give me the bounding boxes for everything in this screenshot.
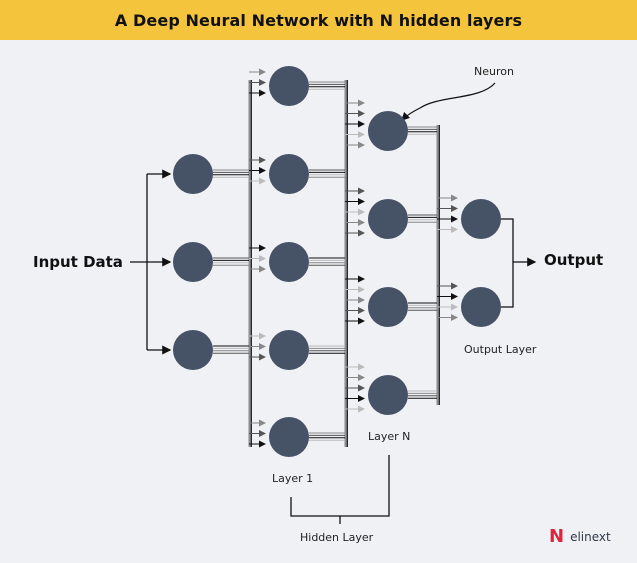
hidden-layer-bracket [290, 455, 390, 517]
title-banner: A Deep Neural Network with N hidden laye… [0, 0, 637, 40]
hidden-n-neuron [368, 199, 408, 239]
output-merge-line [501, 218, 514, 308]
hidden-layer-label: Hidden Layer [300, 531, 374, 544]
hidden-n-neuron [368, 375, 408, 415]
logo-mark-icon: N [549, 526, 565, 547]
neuron-annotation: Neuron [474, 65, 514, 78]
output-neuron [461, 199, 501, 239]
output-layer-label: Output Layer [464, 343, 537, 356]
layer-1-label: Layer 1 [272, 472, 314, 485]
hidden-n-neuron [368, 111, 408, 151]
output-neuron [461, 287, 501, 327]
neuron-pointer-arrow [401, 82, 496, 121]
layer-n-label: Layer N [368, 430, 411, 443]
elinext-logo: N elinext [549, 528, 611, 546]
input-neuron [173, 154, 213, 194]
page-title: A Deep Neural Network with N hidden laye… [114, 10, 523, 30]
hidden-1-neuron [269, 242, 309, 282]
output-label: Output [544, 251, 604, 269]
hidden-1-neuron [269, 330, 309, 370]
input-neuron [173, 330, 213, 370]
hidden-n-neuron [368, 287, 408, 327]
input-data-label: Input Data [33, 253, 123, 271]
input-neuron [173, 242, 213, 282]
hidden-1-neuron [269, 66, 309, 106]
hidden-1-neuron [269, 417, 309, 457]
logo-wordmark: elinext [570, 530, 611, 544]
hidden-1-neuron [269, 154, 309, 194]
